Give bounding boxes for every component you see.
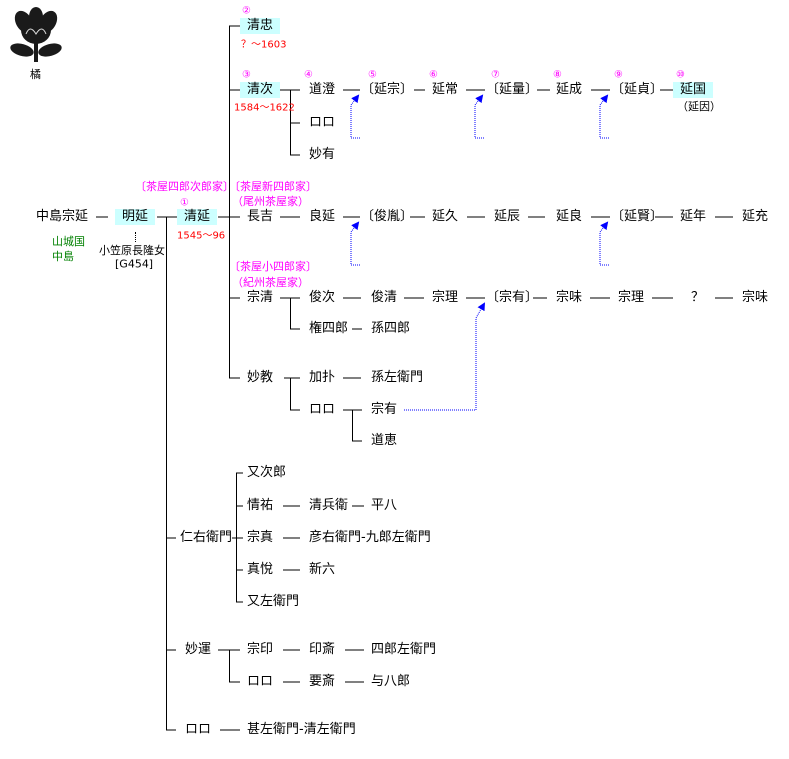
person-kiyotsugu: 清次: [240, 82, 281, 98]
person: 又次郎: [247, 465, 287, 480]
person-kiyotada: 清忠: [240, 18, 281, 34]
person: 権四郎: [309, 321, 349, 336]
person: 宗理: [432, 290, 459, 305]
person: 妙有: [309, 147, 336, 162]
person-root: 中島宗延: [36, 209, 89, 224]
person: 俊次: [309, 290, 336, 305]
person: 宗印: [247, 642, 274, 657]
person: 宗味: [556, 290, 583, 305]
person-nobukuni: 延国: [673, 82, 714, 98]
house-label: （紀州茶屋家）: [232, 276, 309, 289]
person: 宗清: [247, 290, 274, 305]
gen-number: ④: [304, 69, 313, 81]
person: 延常: [432, 82, 459, 97]
person: 延成: [556, 82, 583, 97]
ref: [G454]: [115, 257, 154, 271]
dates: 1584～1622: [234, 102, 295, 114]
person: ロロ: [185, 722, 212, 737]
person: 平八: [371, 498, 398, 513]
house-label: （尾州茶屋家）: [232, 195, 309, 208]
person: 〔延量〕: [486, 82, 539, 97]
spouse: 小笠原長隆女: [99, 244, 165, 257]
person: 〔延貞〕: [611, 82, 664, 97]
person: 与八郎: [371, 674, 411, 689]
person: 延年: [680, 209, 707, 224]
gen-number: ①: [180, 197, 189, 209]
crest-label: 橘: [30, 68, 41, 81]
person-akinobu: 明延: [115, 209, 156, 225]
person: 四郎左衛門: [371, 642, 437, 657]
person: 要斎: [309, 674, 336, 689]
gen-number: ⑤: [368, 69, 377, 81]
person: 〔延宗〕: [361, 82, 414, 97]
person: ？: [691, 290, 705, 305]
person: 宗理: [618, 290, 645, 305]
person: 〔宗有〕: [486, 290, 539, 305]
house-label: 〔茶屋小四郎家〕: [229, 260, 317, 273]
person: 彦右衛門-九郎左衛門: [309, 530, 431, 545]
person: 仁右衛門: [180, 530, 233, 545]
gen-number: ⑦: [491, 69, 500, 81]
gen-number: ⑨: [614, 69, 623, 81]
person: 真悅: [247, 562, 274, 577]
person: ロロ: [309, 115, 336, 130]
place: 山城国: [52, 235, 85, 248]
person: ロロ: [247, 674, 274, 689]
person-kiyonobu: 清延: [177, 209, 218, 225]
house-label: 〔茶屋新四郎家〕: [229, 180, 317, 193]
gen-number: ⑩: [676, 69, 685, 81]
person: 加扑: [309, 370, 336, 385]
person: 延充: [742, 209, 769, 224]
person: 情祐: [247, 498, 274, 513]
person: 延良: [556, 209, 583, 224]
person: 甚左衛門-清左衛門: [247, 722, 356, 737]
house-label: 〔茶屋四郎次郎家〕: [135, 180, 234, 193]
person: 延辰: [494, 209, 521, 224]
person: 道澄: [309, 82, 336, 97]
person: 延久: [432, 209, 459, 224]
person: 新六: [309, 562, 336, 577]
alt-name: （延因）: [677, 100, 721, 113]
person: 俊清: [371, 290, 398, 305]
person: 妙教: [247, 370, 274, 385]
person: 又左衛門: [247, 594, 300, 609]
person: 道恵: [371, 433, 398, 448]
person: 宗真: [247, 530, 274, 545]
gen-number: ②: [242, 5, 251, 17]
person: 妙運: [185, 642, 212, 657]
person: 〔俊胤〕: [361, 209, 414, 224]
person: 宗味: [742, 290, 769, 305]
person: 宗有: [371, 402, 398, 417]
person: 清兵衛: [309, 498, 349, 513]
place: 中島: [52, 250, 74, 263]
person: 孫四郎: [371, 321, 411, 336]
person: 孫左衛門: [371, 370, 424, 385]
dates: ？～1603: [241, 39, 287, 51]
person: 良延: [309, 209, 336, 224]
tachibana-crest-icon: [10, 7, 62, 62]
gen-number: ⑧: [553, 69, 562, 81]
gen-number: ⑥: [429, 69, 438, 81]
person: 長吉: [247, 209, 274, 224]
person: ロロ: [309, 402, 336, 417]
person: 印斎: [309, 642, 336, 657]
marriage-line: [135, 232, 136, 242]
person: 〔延賢〕: [611, 209, 664, 224]
gen-number: ③: [242, 69, 251, 81]
dates: 1545～96: [177, 230, 226, 242]
